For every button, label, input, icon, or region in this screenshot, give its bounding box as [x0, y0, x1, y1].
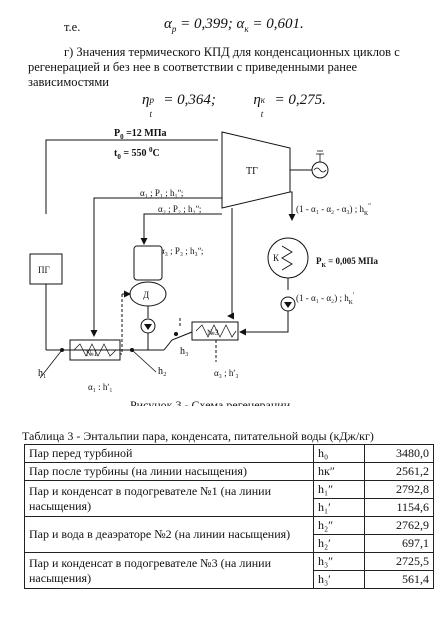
efficiency-equation: η р t = 0,364; η к t = 0,275. [142, 92, 326, 119]
alpha-r-subscript: р [171, 24, 177, 34]
extraction-2-label: α₂ ; P₂ ; h₂ʺ; [158, 204, 201, 214]
table-row: Пар и конденсат в подогревателе №3 (на л… [24, 552, 434, 589]
exhaust-label: (1 - α₁ - α₂ - α₃) ; hКʺ [296, 202, 371, 217]
row-value: 2561,2 [364, 462, 434, 481]
alpha-r-value: = 0,399; [176, 16, 233, 32]
eta-k-sup: к [260, 95, 265, 105]
paragraph-line-3: зависимостями [28, 75, 109, 89]
drain-1-label: α₁ : hʹ₁ [88, 382, 112, 392]
h3-label: h₃ [180, 346, 189, 357]
row-label: Пар и конденсат в подогревателе №3 (на л… [24, 552, 314, 589]
row-symbol: h₂″ [313, 516, 365, 535]
extraction-1-label: α₁ ; P₁ ; h₁ʺ; [140, 188, 183, 198]
intro-prefix: т.е. [64, 20, 81, 34]
condenser-label: К [273, 253, 280, 263]
figure-caption: Рисунок 3 - Схема регенерации [130, 398, 291, 406]
table-row: h₃′ 561,4 [25, 570, 434, 589]
eta-r-value: = 0,364; [159, 92, 216, 108]
enthalpy-table: Пар перед турбиной h₀ 3480,0 Пар после т… [24, 444, 434, 589]
turbine-label: ТГ [246, 166, 258, 177]
steam-generator [29, 253, 63, 285]
row-value: 2792,8 [364, 480, 434, 499]
row-symbol: h₁′ [313, 498, 365, 517]
row-value: 2762,9 [364, 516, 434, 535]
exhaust-line [288, 191, 296, 221]
extraction-1-line [90, 197, 222, 337]
pk-label: PК = 0,005 МПа [316, 256, 378, 269]
condensate-line [239, 311, 289, 336]
steam-generator-label: ПГ [38, 265, 50, 275]
row-value: 1154,6 [364, 498, 434, 517]
drain-3-label: α₃ ; hʹ₃ [214, 368, 238, 378]
alpha-k-value: = 0,601. [248, 16, 304, 32]
table-row: Пар после турбины (на линии насыщения) h… [24, 462, 434, 481]
condensate-label: (1 - α₁ - α₂) ; hКʹ [296, 291, 355, 306]
row-symbol: h₁″ [313, 480, 365, 499]
row-value: 561,4 [364, 570, 434, 589]
alpha-r-symbol: α [164, 16, 172, 32]
row-symbol: h₃′ [313, 570, 365, 589]
row-label: Пар после турбины (на линии насыщения) [24, 462, 314, 481]
deaerator-label: Д [143, 290, 149, 300]
eta-r-sup: р [149, 95, 154, 105]
row-value: 3480,0 [364, 444, 434, 463]
table-row: Пар и конденсат в подогревателе №1 (на л… [24, 480, 434, 517]
row-label: Пар и конденсат в подогревателе №1 (на л… [24, 480, 314, 517]
table-row: h₁′ 1154,6 [25, 498, 434, 517]
heater-1-label: №1 [86, 349, 98, 358]
alpha-k-symbol: α [236, 16, 245, 32]
eta-r-sub: t [149, 109, 152, 119]
row-value: 2725,5 [364, 552, 434, 571]
eta-k-sub: t [260, 109, 264, 119]
row-value: 697,1 [364, 534, 434, 553]
paragraph-line-1: г) Значения термического КПД для конденс… [64, 45, 400, 59]
row-symbol: h₂′ [313, 534, 365, 553]
eta-k-symbol: η [253, 92, 261, 108]
row-label: Пар и вода в деаэраторе №2 (на линии нас… [24, 516, 314, 553]
h1-label: h₁ [38, 368, 47, 379]
main-steam-line [45, 139, 218, 214]
row-label: Пар перед турбиной [24, 444, 314, 463]
t0-label: t0 = 550 0С [114, 146, 160, 161]
table-title: Таблица 3 - Энтальпии пара, конденсата, … [22, 429, 374, 443]
eta-r-symbol: η [142, 92, 150, 108]
row-symbol: hк″ [313, 462, 365, 481]
extraction-2-line [140, 213, 222, 245]
paragraph-line-2: регенерацией и без нее в соответствии с … [28, 60, 358, 74]
table-row: Пар и вода в деаэраторе №2 (на линии нас… [24, 516, 434, 553]
h2-label: h₂ [158, 366, 167, 377]
p0-label: P0 =12 МПа [114, 128, 167, 141]
extraction-3-label: α₃ ; P₃ ; h₃ʺ; [160, 246, 203, 256]
extraction-3-line [227, 208, 234, 320]
alpha-k-subscript: к [244, 24, 249, 34]
deaerator-tank [133, 245, 163, 281]
table-row: Пар перед турбиной h₀ 3480,0 [24, 444, 434, 463]
alpha-equation: αр = 0,399; αк = 0,601. [164, 16, 304, 34]
heater-3-label: №3 [207, 328, 219, 337]
row-symbol: h₀ [313, 444, 365, 463]
regeneration-scheme: P0 =12 МПа t0 = 550 0С ТГ ПГ α₁ ; P₁ ; h… [29, 128, 378, 406]
eta-k-value: = 0,275. [270, 92, 326, 108]
row-symbol: h₃″ [313, 552, 365, 571]
